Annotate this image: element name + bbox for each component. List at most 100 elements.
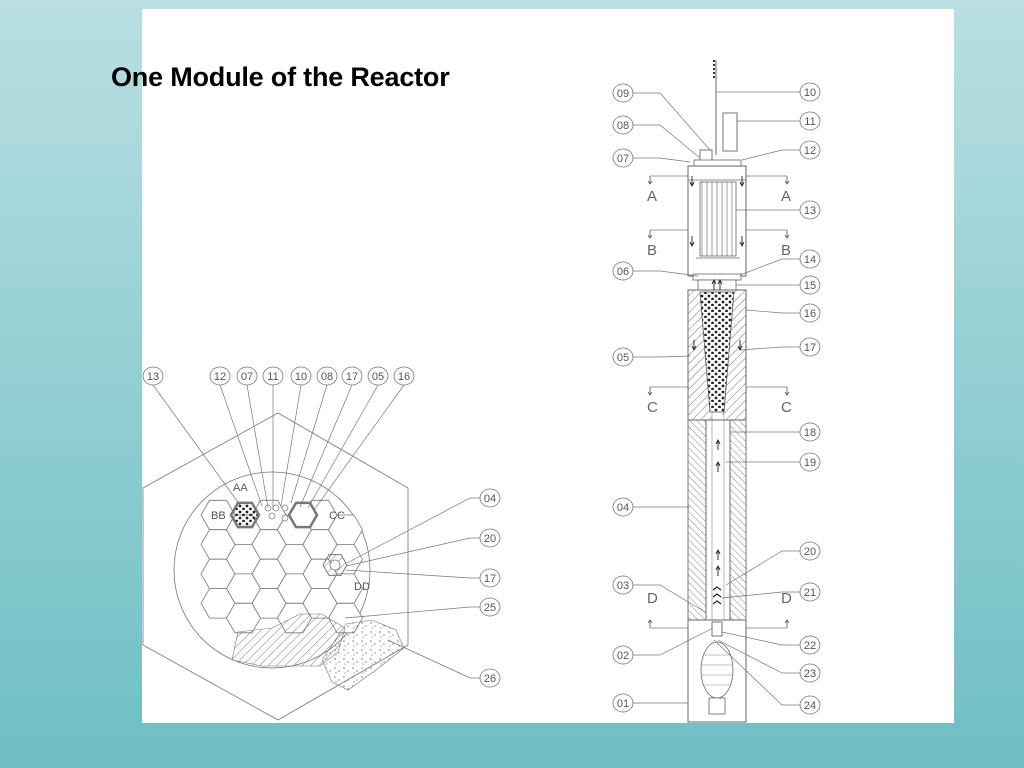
concrete-region	[321, 619, 405, 691]
module-callout-r-15: 15	[736, 275, 821, 295]
flow-arrow	[715, 548, 721, 560]
module-callout-r-16: 16	[745, 303, 821, 323]
pump-motor	[700, 641, 734, 699]
label-aa: AA	[233, 482, 248, 494]
core-callout-13: 13	[142, 366, 241, 506]
flow-arrow	[715, 564, 721, 576]
module-callout-l-01: 01	[612, 693, 688, 713]
module-callout-r-21: 21	[721, 582, 821, 602]
core-callout-10: 10	[280, 366, 312, 507]
small-channel	[281, 504, 289, 512]
core-callout-11-text: 11	[267, 371, 278, 383]
label-bb: BB	[211, 510, 226, 522]
section-label-right: D	[781, 590, 792, 607]
module-callout-r-12: 12	[741, 140, 821, 161]
module-callout-r-10: 10	[717, 82, 821, 102]
core-callout-07: 07	[236, 366, 269, 509]
module-callout-r-23: 23	[717, 639, 821, 683]
inlet-box	[697, 279, 737, 291]
module-callout-r-23-text: 23	[804, 668, 816, 680]
flow-arrow	[689, 176, 695, 188]
lower-shield-left	[687, 419, 707, 621]
core-callout-12: 12	[209, 366, 263, 507]
module-callout-r-24: 24	[713, 639, 821, 715]
module-callout-l-04-text: 04	[617, 502, 629, 514]
module-callout-r-13-text: 13	[804, 205, 816, 217]
hex-module-aa	[229, 501, 261, 529]
flow-arrow	[691, 340, 697, 352]
module-callout-l-09: 09	[612, 83, 711, 151]
module-callout-l-08: 08	[612, 115, 701, 159]
core-callout-08-text: 08	[321, 371, 333, 383]
module-callout-r-17-text: 17	[804, 342, 816, 354]
module-callout-r-24-text: 24	[804, 700, 816, 712]
flow-arrow	[711, 278, 717, 290]
section-label-left: C	[647, 399, 658, 416]
module-callout-r-17: 17	[739, 337, 821, 357]
core-callout-17-text: 17	[346, 371, 358, 383]
core-callout-05: 05	[307, 366, 389, 509]
module-callout-l-04: 04	[612, 497, 690, 517]
module-callout-r-20: 20	[725, 541, 821, 586]
heat-exchanger-bundle	[699, 181, 737, 257]
small-channel	[272, 504, 280, 512]
core-callout-r-20-text: 20	[484, 533, 496, 545]
module-callout-l-05: 05	[612, 347, 691, 367]
module-callout-r-21-text: 21	[804, 587, 816, 599]
module-callout-r-13: 13	[736, 200, 821, 220]
module-callout-r-11-text: 11	[804, 116, 815, 128]
label-dd: DD	[354, 581, 370, 593]
hatched-cone-shield	[688, 290, 712, 420]
module-callout-r-20-text: 20	[804, 546, 816, 558]
core-callout-12-text: 12	[214, 371, 226, 383]
module-callout-r-22: 22	[721, 631, 821, 655]
core-callout-16: 16	[313, 366, 415, 511]
module-callout-r-16-text: 16	[804, 308, 816, 320]
core-callout-r-04: 04	[346, 488, 501, 564]
core-callout-08: 08	[290, 366, 338, 504]
section-label-right: A	[781, 188, 791, 205]
core-callout-r-17: 17	[345, 568, 501, 588]
section-label-left: B	[647, 242, 657, 259]
module-callout-r-18-text: 18	[804, 427, 816, 439]
lower-shield-right	[729, 419, 747, 621]
module-callout-r-10-text: 10	[804, 87, 816, 99]
flow-arrow	[739, 176, 745, 188]
module-callout-r-11: 11	[737, 111, 821, 131]
module-callout-r-19-text: 19	[804, 457, 816, 469]
module-callout-r-15-text: 15	[804, 280, 816, 292]
section-label-right: C	[781, 399, 792, 416]
module-callout-r-18: 18	[730, 422, 821, 442]
label-cc: CC	[329, 510, 345, 522]
module-callout-l-02-text: 02	[617, 650, 629, 662]
core-callout-10-text: 10	[295, 371, 307, 383]
core-callout-r-04-text: 04	[484, 493, 496, 505]
small-channel	[268, 512, 276, 520]
core-callout-r-25-text: 25	[484, 602, 496, 614]
core-callout-r-26: 26	[387, 639, 501, 688]
module-callout-l-03-text: 03	[617, 580, 629, 592]
module-callout-l-08-text: 08	[617, 120, 629, 132]
flow-arrow	[715, 438, 721, 450]
flow-arrow	[715, 460, 721, 472]
module-callout-r-12-text: 12	[804, 145, 816, 157]
section-label-left: A	[647, 188, 657, 205]
core-callout-r-20: 20	[345, 528, 501, 567]
module-callout-l-09-text: 09	[617, 88, 629, 100]
core-circle	[173, 471, 371, 669]
section-label-left: D	[647, 590, 658, 607]
module-callout-l-02: 02	[612, 627, 714, 665]
module-callout-group: 0908070605040302011011121314151617181920…	[612, 82, 821, 715]
small-channel	[281, 514, 289, 522]
core-callout-17: 17	[299, 366, 363, 508]
core-callout-r-26-text: 26	[484, 673, 496, 685]
core-callout-05-text: 05	[372, 371, 384, 383]
module-callout-r-14: 14	[739, 249, 821, 276]
flow-arrow	[739, 236, 745, 248]
hatched-reflector-region	[231, 613, 346, 667]
coolant-flow-arrows	[689, 176, 745, 576]
